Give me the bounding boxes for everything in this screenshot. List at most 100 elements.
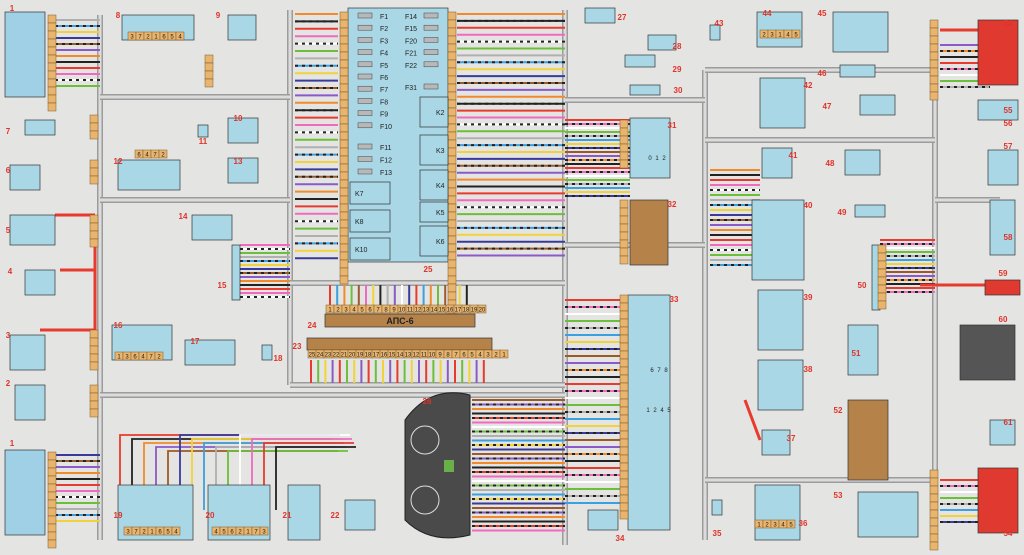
wire-connector-pin (47, 46, 57, 56)
module-52 (847, 399, 889, 481)
block24-connector-pin-label: 10 (399, 308, 406, 314)
fusebox-left-connector-pin (339, 211, 349, 221)
component-number: 38 (804, 365, 813, 374)
connector-44-pin-label: 2 (762, 33, 766, 39)
fuse (357, 49, 373, 55)
wire-connector-pin (619, 462, 629, 472)
connector-20-pin-label: 1 (246, 530, 250, 536)
fuse-label: F3 (380, 38, 388, 45)
wire-connector-pin (47, 86, 57, 96)
tachometer-dial (410, 425, 440, 455)
fuse (357, 24, 373, 31)
wire-connector-pin (619, 478, 629, 488)
fusebox-left-connector-pin (339, 147, 349, 157)
component-number: 29 (673, 65, 682, 74)
fusebox-left-connector-pin (339, 19, 349, 29)
component-number: 59 (999, 269, 1008, 278)
fusebox-left-connector-pin (339, 27, 349, 37)
wire-connector-pin (929, 541, 939, 551)
switch31-position: 0 (648, 156, 652, 162)
wire-connector-pin (89, 400, 99, 410)
component-number: 22 (331, 511, 340, 520)
wire-connector-pin (619, 334, 629, 344)
wire-connector-pin (47, 507, 57, 517)
block24-connector-pin-label: 5 (360, 308, 364, 314)
connector-35 (711, 499, 723, 516)
fusebox-right-connector-pin (447, 83, 457, 93)
fuse (357, 98, 373, 104)
wire-connector-pin (929, 51, 939, 61)
connector-43 (709, 24, 721, 41)
relay-label: K7 (355, 191, 364, 198)
connector-12-pin-label: 4 (145, 153, 149, 159)
block24-connector-pin-label: 14 (431, 308, 438, 314)
mirror-60 (959, 324, 1016, 381)
fusebox-right-connector-pin (447, 115, 457, 125)
wire-connector-pin (877, 252, 887, 262)
block23-connector-pin-label: 13 (405, 353, 412, 359)
wire-connector-pin (619, 366, 629, 376)
component-number: 14 (179, 212, 188, 221)
wire-connector-pin (929, 83, 939, 93)
motor-22 (344, 499, 376, 531)
connector-20-pin-label: 7 (254, 530, 258, 536)
connector-44-pin-label: 5 (794, 33, 798, 39)
wire-connector-pin (47, 459, 57, 469)
wire-connector-pin (929, 67, 939, 77)
fusebox-left-connector-pin (339, 139, 349, 149)
wire-connector-pin (619, 318, 629, 328)
component-number: 26 (423, 397, 432, 406)
fuse-label: F6 (380, 75, 388, 82)
fusebox-right-connector-pin (447, 11, 457, 21)
switch33-position: 4 (660, 408, 664, 414)
fuse (357, 156, 373, 162)
relay-label: K6 (436, 239, 445, 246)
wire-connector-pin (89, 329, 99, 339)
component-number: 30 (674, 86, 683, 95)
fuse-label: F8 (380, 99, 388, 106)
component-number: 55 (1004, 106, 1013, 115)
connector-8-pin-label: 7 (138, 35, 142, 41)
component-number: 46 (818, 69, 827, 78)
fusebox-left-connector-pin (339, 107, 349, 117)
connector-36-pin-label: 4 (781, 523, 785, 529)
block24-connector-pin-label: 13 (423, 308, 430, 314)
fusebox-left-connector-pin (339, 187, 349, 197)
connector-16-pin-label: 7 (149, 355, 153, 361)
connector-16-pin (154, 351, 164, 361)
wire-connector-pin (929, 91, 939, 101)
wire-connector-pin (877, 260, 887, 270)
switch33-position: 6 (650, 368, 654, 374)
relay-label: K5 (436, 210, 445, 217)
block24-connector-pin-label: 16 (447, 308, 454, 314)
fusebox-left-connector-pin (339, 219, 349, 229)
component-number: 57 (1004, 142, 1013, 151)
fusebox-right-connector-pin (447, 123, 457, 133)
switch-44 (756, 11, 803, 48)
fuse (357, 110, 373, 116)
lamp-59 (984, 279, 1021, 296)
connector-8-pin-label: 1 (154, 35, 158, 41)
switch31-position: 1 (655, 156, 659, 162)
component-number: 58 (1004, 233, 1013, 242)
switch33-position: 7 (657, 368, 661, 374)
connector-16-pin-label: 6 (133, 355, 137, 361)
relay-K4 (419, 169, 449, 201)
component-number: 12 (114, 157, 123, 166)
wire-connector-pin (619, 326, 629, 336)
switch-36 (754, 484, 801, 541)
block23-connector-pin-label: 4 (478, 353, 482, 359)
switch33-position: 1 (646, 408, 650, 414)
connector-20-pin-label: 6 (230, 530, 234, 536)
harness-bundles (97, 10, 1000, 545)
component-number: 39 (804, 293, 813, 302)
fusebox-right-connector-pin (447, 211, 457, 221)
connector-19-pin-label: 6 (158, 530, 162, 536)
motor-13 (227, 157, 259, 184)
fuse (423, 24, 439, 31)
fusebox-left-connector-pin (339, 99, 349, 109)
connector-44-pin-label: 4 (786, 33, 790, 39)
component-number: 15 (218, 281, 227, 290)
wire-connector-pin (929, 525, 939, 535)
block23-connector-pin-label: 22 (333, 353, 340, 359)
